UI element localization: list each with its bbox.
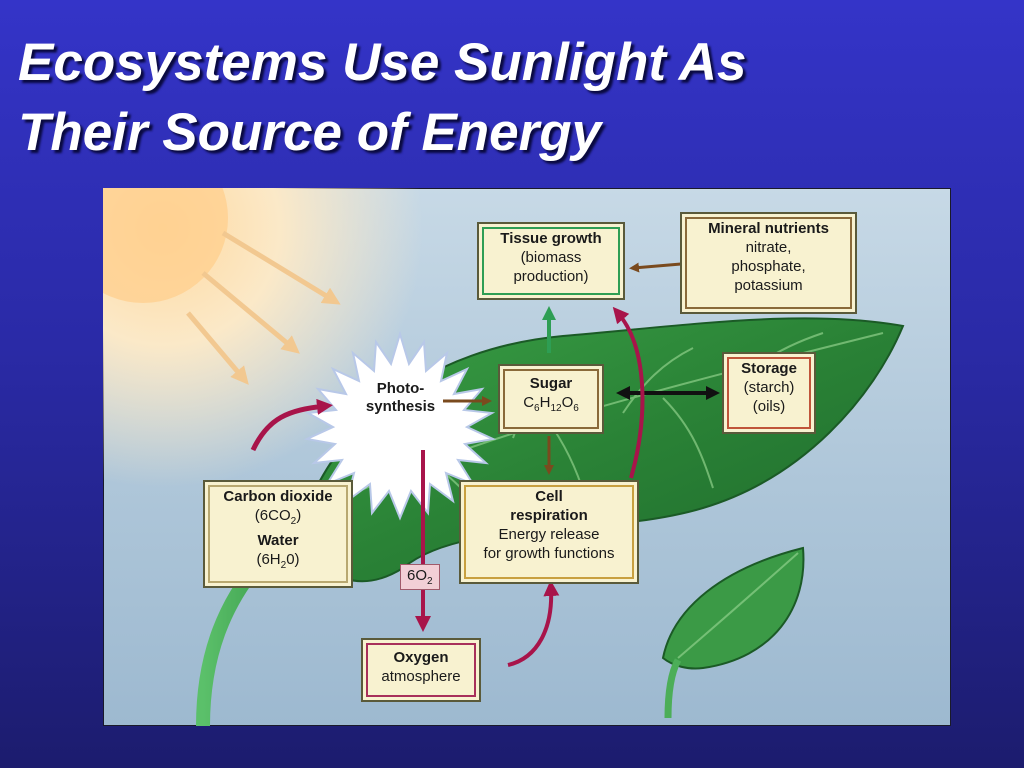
- photosynthesis-line-1: Photo-: [376, 380, 425, 397]
- oxygen-release-tag: 6O2: [400, 564, 440, 590]
- co2-formula-sub: 2: [290, 516, 297, 527]
- sugar-formula-o-sub: 6: [573, 403, 579, 414]
- arrow-minerals-to-tissue: [629, 262, 682, 273]
- co2-formula-open: (6CO: [254, 507, 291, 524]
- mineral-nutrients-line-3: potassium: [734, 277, 803, 294]
- co2-formula-close: ): [296, 507, 302, 524]
- photosynthesis-line-2: synthesis: [365, 398, 436, 415]
- sun-ray-2: [201, 271, 300, 354]
- sun-icon: [103, 188, 228, 303]
- sugar-title: Sugar: [529, 375, 573, 392]
- title-line-2: Their Source of Energy: [18, 103, 602, 162]
- mineral-nutrients-line-1: nitrate,: [745, 239, 792, 256]
- photosynthesis-label: Photo- synthesis: [343, 380, 458, 416]
- oxygen-tag-text: 6O: [407, 567, 428, 584]
- oxygen-title: Oxygen: [393, 649, 449, 666]
- slide-title: Ecosystems Use Sunlight As Their Source …: [18, 28, 1008, 168]
- carbon-dioxide-water-box: Carbon dioxide (6CO2) Water (6H20): [203, 480, 353, 588]
- oxygen-box: Oxygen atmosphere: [361, 638, 481, 702]
- sugar-box: Sugar C6H12O6: [498, 364, 604, 434]
- sunlight-rays: [186, 230, 341, 385]
- sun-ray-3: [186, 311, 249, 385]
- sugar-formula: C6H12O6: [504, 393, 598, 418]
- storage-line-1: (starch): [743, 379, 795, 396]
- mineral-nutrients-line-2: phosphate,: [731, 258, 806, 275]
- cell-respiration-title-1: Cell: [535, 488, 563, 505]
- cell-respiration-line-1: Energy release: [498, 526, 600, 543]
- h2o-formula-close: 0): [286, 551, 300, 568]
- photosynthesis-starburst: [303, 330, 497, 521]
- sugar-formula-h: H: [539, 394, 551, 411]
- water-title: Water: [257, 532, 299, 549]
- arrow-co2-to-photosynthesis: [250, 398, 333, 452]
- sugar-formula-c: C: [523, 394, 535, 411]
- storage-title: Storage: [741, 360, 797, 377]
- arrow-respiration-to-tissue: [612, 306, 645, 479]
- h2o-formula: (6H20): [209, 550, 347, 575]
- sugar-formula-h-sub: 12: [550, 403, 562, 414]
- oxygen-line-1: atmosphere: [381, 668, 461, 685]
- sun-ray-1: [221, 230, 341, 305]
- co2-formula: (6CO2): [209, 506, 347, 531]
- oxygen-tag-sub: 2: [427, 576, 433, 587]
- cell-respiration-title-2: respiration: [510, 507, 588, 524]
- storage-line-2: (oils): [752, 398, 786, 415]
- small-leaf-stem: [664, 658, 682, 719]
- tissue-growth-box: Tissue growth (biomass production): [477, 222, 625, 300]
- h2o-formula-sub: 2: [280, 560, 287, 571]
- tissue-growth-title: Tissue growth: [500, 230, 602, 247]
- mineral-nutrients-title: Mineral nutrients: [708, 220, 829, 237]
- arrow-oxygen-to-respiration: [507, 580, 560, 667]
- sugar-formula-c-sub: 6: [534, 403, 540, 414]
- h2o-formula-open: (6H: [256, 551, 281, 568]
- mineral-nutrients-box: Mineral nutrients nitrate, phosphate, po…: [680, 212, 857, 314]
- cell-respiration-line-2: for growth functions: [483, 545, 615, 562]
- title-line-1: Ecosystems Use Sunlight As: [18, 33, 747, 92]
- cell-respiration-box: Cell respiration Energy release for grow…: [459, 480, 639, 584]
- storage-box: Storage (starch) (oils): [722, 352, 816, 434]
- tissue-growth-line-2: production): [513, 268, 589, 285]
- small-leaf-vein: [677, 552, 799, 659]
- ecosystem-diagram: Photo- synthesis Tissue growth (biomass …: [103, 188, 951, 726]
- carbon-dioxide-title: Carbon dioxide: [223, 488, 333, 505]
- sugar-formula-o: O: [561, 394, 574, 411]
- tissue-growth-line-1: (biomass: [520, 249, 582, 266]
